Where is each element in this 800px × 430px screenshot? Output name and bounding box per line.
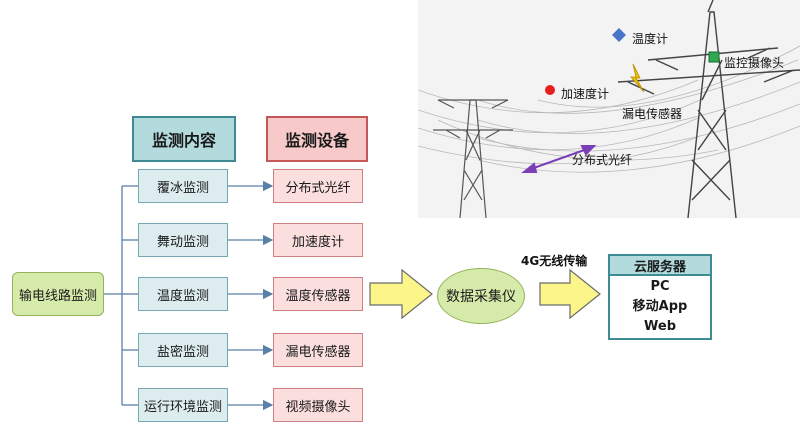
transmission-label: 4G无线传输 [521, 254, 588, 268]
fiber-label: 分布式光纤 [572, 153, 633, 167]
cloud-server-body: PC 移动App Web [608, 276, 712, 340]
camera-marker [708, 51, 720, 63]
thermometer-marker [612, 28, 626, 42]
content-item: 温度监测 [138, 277, 228, 311]
header-content: 监测内容 [132, 116, 236, 162]
accelerometer-label: 加速度计 [561, 87, 610, 101]
cloud-item-pc: PC [650, 279, 670, 294]
device-item: 分布式光纤 [273, 169, 363, 203]
device-item: 温度传感器 [273, 277, 363, 311]
data-collector: 数据采集仪 [437, 268, 525, 324]
device-item: 视频摄像头 [273, 388, 363, 422]
device-item: 加速度计 [273, 223, 363, 257]
leakage-lightning-icon [630, 63, 645, 93]
camera-label: 监控摄像头 [724, 56, 785, 70]
content-item: 盐密监测 [138, 333, 228, 367]
device-item: 漏电传感器 [273, 333, 363, 367]
accelerometer-marker [545, 85, 555, 95]
thermometer-label: 温度计 [632, 32, 669, 46]
leakage-label: 漏电传感器 [622, 107, 683, 121]
cloud-item-mobile-app: 移动App [632, 299, 688, 314]
content-item: 舞动监测 [138, 223, 228, 257]
header-device: 监测设备 [266, 116, 368, 162]
content-item: 覆冰监测 [138, 169, 228, 203]
root-node: 输电线路监测 [12, 272, 104, 316]
fiber-arrow [521, 145, 597, 173]
tower-photo [418, 0, 800, 218]
cloud-server-title: 云服务器 [608, 254, 712, 276]
arrow-to-cloud [539, 268, 601, 320]
content-item: 运行环境监测 [138, 388, 228, 422]
cloud-item-web: Web [644, 319, 676, 334]
arrow-to-collector [369, 268, 433, 320]
